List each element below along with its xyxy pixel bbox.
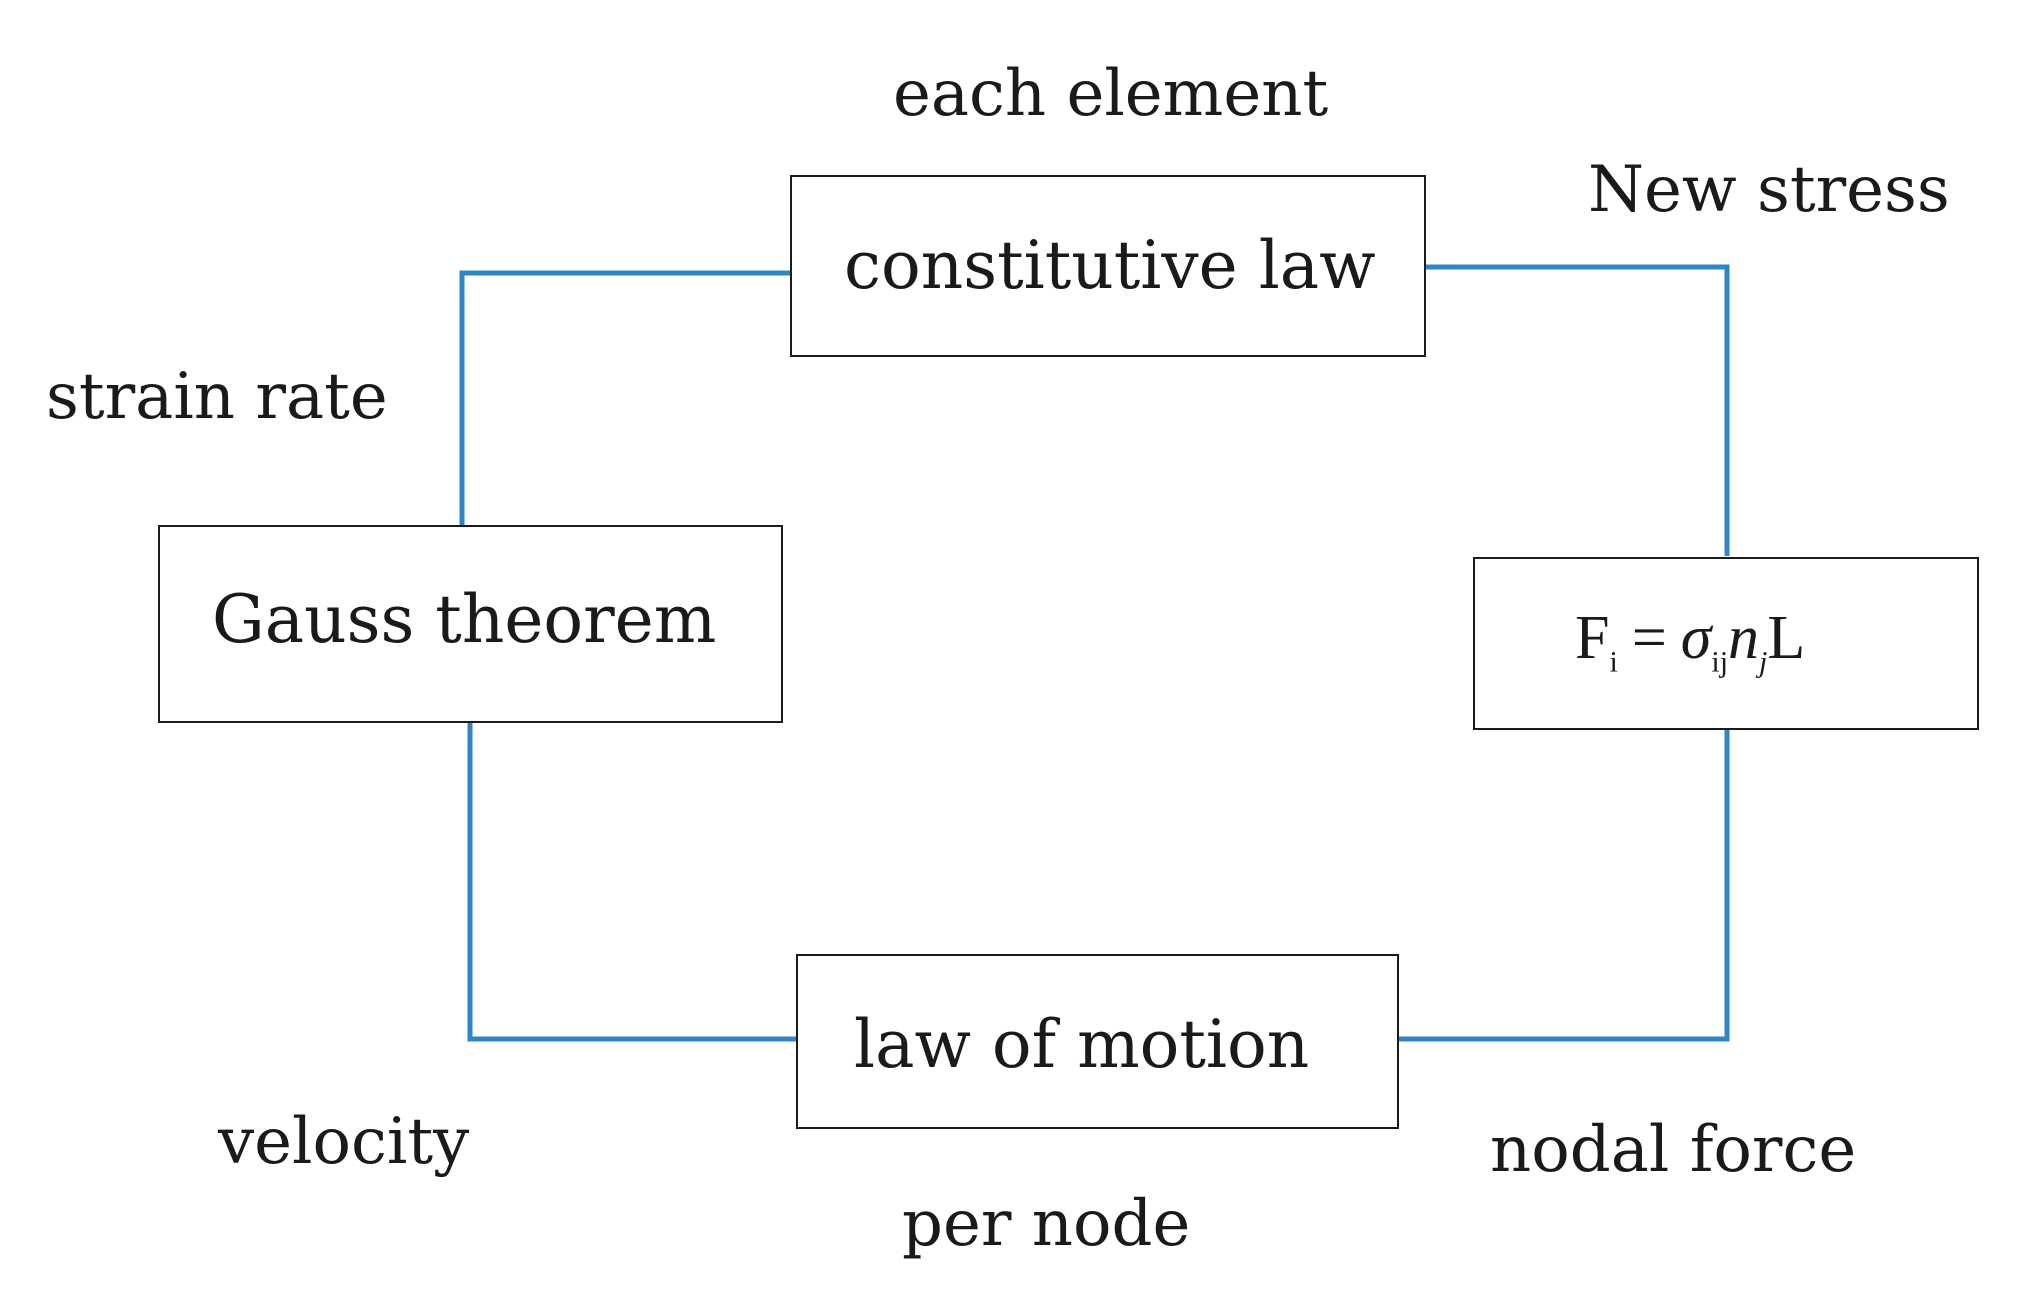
nodal-force-formula: Fi =σijnjL	[1575, 607, 1805, 678]
velocity-label: velocity	[218, 1105, 470, 1179]
formula-force: F	[1575, 604, 1610, 672]
connector-gauss-to-constitutive	[459, 270, 793, 545]
law-of-motion-label: law of motion	[854, 1006, 1310, 1083]
per-node-label: per node	[902, 1187, 1191, 1261]
connector-motion-to-gauss	[467, 722, 796, 1042]
formula-index-j: j	[1759, 645, 1768, 679]
formula-length: L	[1767, 604, 1806, 672]
strain-rate-label: strain rate	[46, 360, 388, 434]
formula-index-ij: ij	[1711, 645, 1729, 679]
nodal-force-formula-box: Fi =σijnjL	[1473, 557, 1979, 730]
constitutive-law-label: constitutive law	[844, 227, 1376, 304]
law-of-motion-box: law of motion	[796, 954, 1399, 1129]
connector-force-to-motion	[1397, 729, 1730, 1042]
formula-index-i: i	[1609, 645, 1618, 679]
connector-constitutive-to-force	[1424, 264, 1730, 556]
each-element-label: each element	[893, 57, 1329, 131]
formula-equals: =	[1631, 604, 1667, 672]
nodal-force-label: nodal force	[1490, 1113, 1857, 1187]
formula-normal-n: n	[1728, 604, 1760, 672]
gauss-theorem-box: Gauss theorem	[158, 525, 783, 723]
gauss-theorem-label: Gauss theorem	[212, 581, 717, 658]
new-stress-label: New stress	[1588, 153, 1950, 227]
formula-sigma: σ	[1680, 604, 1712, 672]
constitutive-law-box: constitutive law	[790, 175, 1426, 357]
